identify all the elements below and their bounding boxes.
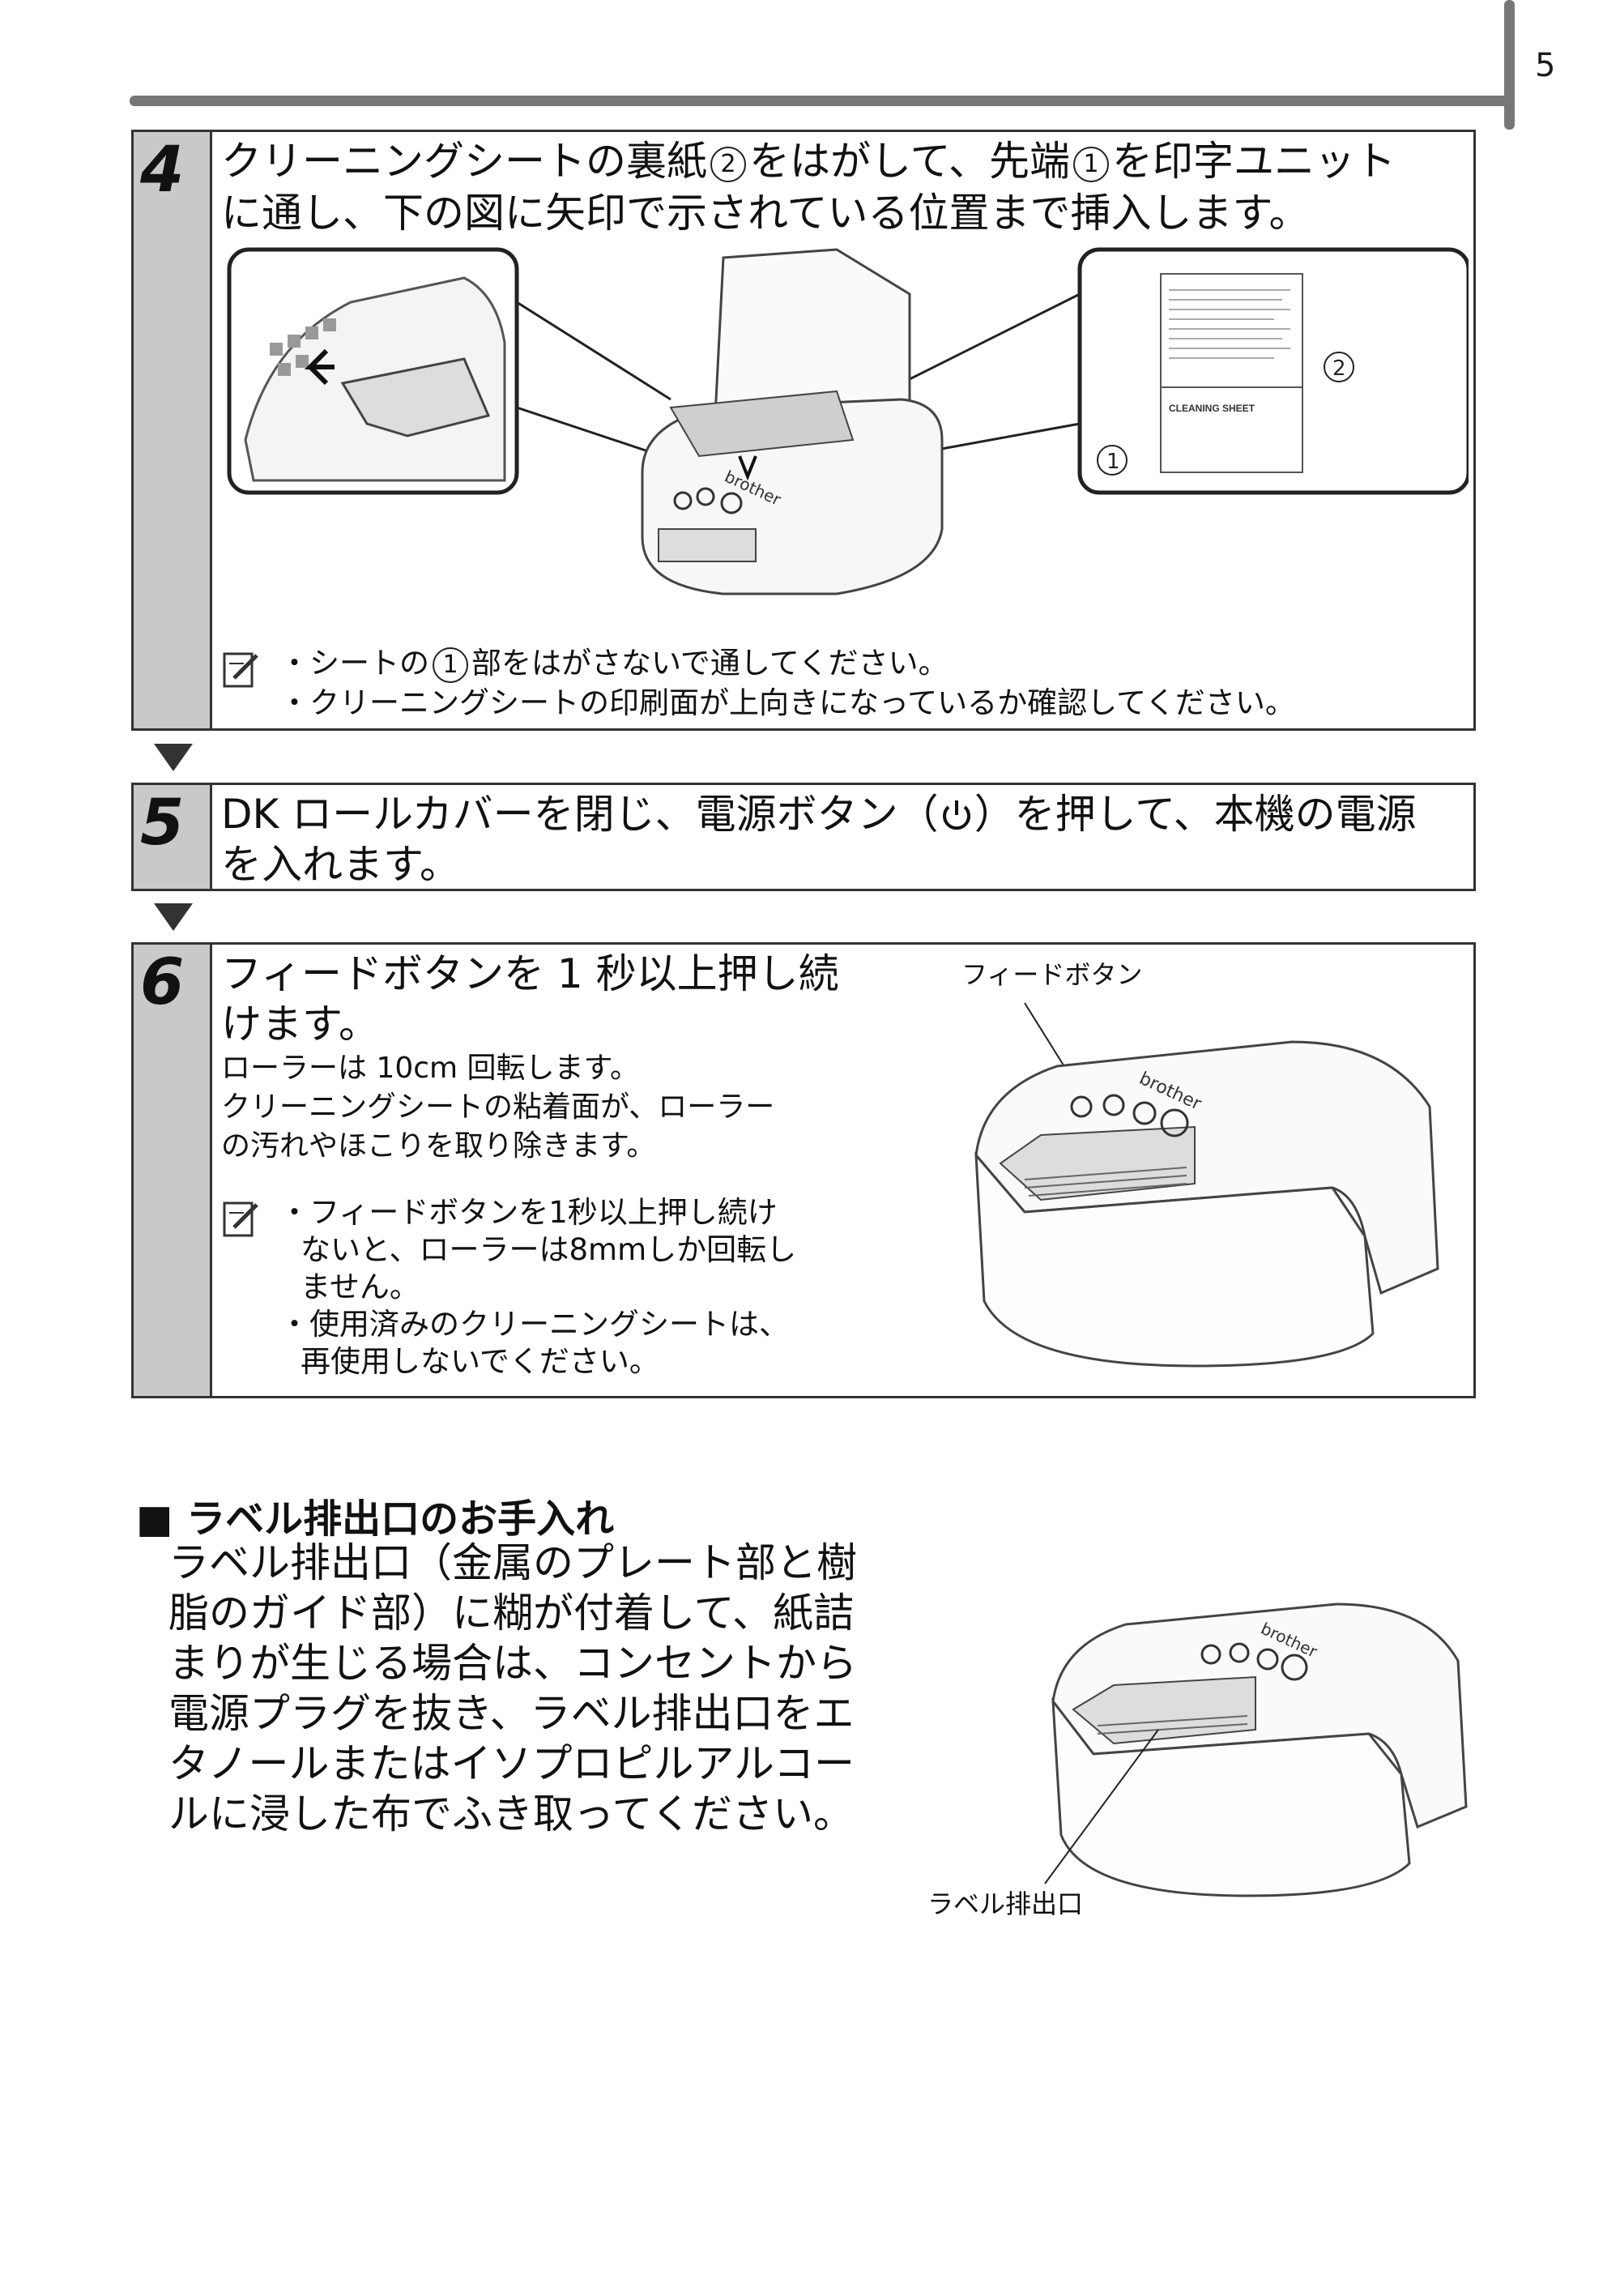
- power-icon: [942, 800, 970, 830]
- callout-number-1: 1: [1106, 450, 1120, 474]
- step-6-detail-3: の汚れやほこりを取り除きます。: [221, 1129, 656, 1163]
- callout-number-2: 2: [1332, 356, 1346, 381]
- text-segment: DK ロールカバーを閉じ、電源ボタン（: [221, 791, 939, 838]
- page-number: 5: [1535, 47, 1556, 84]
- circled-number-2: 2: [710, 146, 746, 182]
- step-5-box: 5 DK ロールカバーを閉じ、電源ボタン（ ）を押して、本機の電源 を入れます。: [131, 783, 1476, 891]
- step-number: 5: [140, 787, 185, 860]
- note-1-cont: ないと、ローラーは8mmしか回転し: [301, 1232, 797, 1267]
- memo-icon: [223, 652, 258, 688]
- section-body: ラベル排出口（金属のプレート部と樹 脂のガイド部）に糊が付着して、紙詰 まりが生…: [168, 1538, 897, 1839]
- step-6-instruction-line-1: フィードボタンを 1 秒以上押し続: [221, 950, 839, 997]
- note-2: ・使用済みのクリーニングシートは、: [279, 1307, 789, 1342]
- circled-number-1: 1: [1073, 146, 1109, 182]
- section-heading: ■ ラベル排出口のお手入れ: [136, 1496, 615, 1542]
- down-arrow: [154, 744, 193, 771]
- note-2-cont: 再使用しないでください。: [301, 1344, 659, 1379]
- note-2: ・クリーニングシートの印刷面が上向きになっているか確認してください。: [279, 685, 1295, 720]
- text-segment: 部をはがさないで通してください。: [471, 646, 949, 681]
- printer-cleaning-illustration: brother CLEANING SHEET 1 2: [227, 247, 1469, 595]
- step-6-box: 6 フィードボタンを 1 秒以上押し続 けます。 ローラーは 10cm 回転しま…: [131, 942, 1476, 1398]
- label-outlet-caption: ラベル排出口: [927, 1888, 1084, 1919]
- text-segment: をはがして、先端: [749, 138, 1070, 185]
- step-6-instruction-line-2: けます。: [221, 1001, 379, 1048]
- body-line: 電源プラグを抜き、ラベル排出口をエ: [168, 1690, 855, 1737]
- step-number: 6: [140, 946, 185, 1019]
- body-line: タノールまたはイソプロピルアルコー: [168, 1740, 855, 1787]
- down-arrow: [154, 903, 193, 931]
- note-1: ・フィードボタンを1秒以上押し続け: [279, 1195, 778, 1230]
- printer-outlet-illustration: brother: [1044, 1603, 1468, 1897]
- step-number-column: 6: [134, 945, 212, 1396]
- step-number-column: 5: [134, 785, 212, 889]
- step-number: 4: [140, 134, 185, 207]
- text-segment: ・シートの: [279, 646, 429, 681]
- step-4-instruction-line-2: に通し、下の図に矢印で示されている位置まで挿入します。: [221, 190, 1310, 237]
- header-rule-vertical: [1504, 0, 1515, 130]
- step-number-column: 4: [134, 132, 212, 728]
- body-line: 脂のガイド部）に糊が付着して、紙詰: [168, 1590, 854, 1637]
- body-line: まりが生じる場合は、コンセントから: [168, 1640, 857, 1687]
- feed-button-caption: フィードボタン: [961, 959, 1143, 990]
- header-rule: [130, 96, 1515, 106]
- body-line: ルに浸した布でふき取ってください。: [168, 1790, 854, 1837]
- circled-number-1: 1: [433, 647, 468, 683]
- cleaning-sheet-label: CLEANING SHEET: [1169, 403, 1256, 414]
- text-segment: を印字ユニット: [1112, 138, 1396, 185]
- text-segment: ）を押して、本機の電源: [974, 791, 1417, 838]
- step-6-detail-1: ローラーは 10cm 回転します。: [221, 1052, 639, 1085]
- step-5-instruction-line-1: DK ロールカバーを閉じ、電源ボタン（ ）を押して、本機の電源: [221, 788, 1417, 840]
- body-line: ラベル排出口（金属のプレート部と樹: [168, 1539, 857, 1586]
- text-segment: クリーニングシートの裏紙: [221, 138, 707, 185]
- step-6-detail-2: クリーニングシートの粘着面が、ローラー: [221, 1090, 775, 1124]
- step-5-instruction-line-2: を入れます。: [221, 841, 460, 888]
- note-1-cont: ません。: [301, 1270, 420, 1304]
- memo-icon: [223, 1201, 258, 1237]
- printer-feed-illustration: brother: [974, 1002, 1439, 1368]
